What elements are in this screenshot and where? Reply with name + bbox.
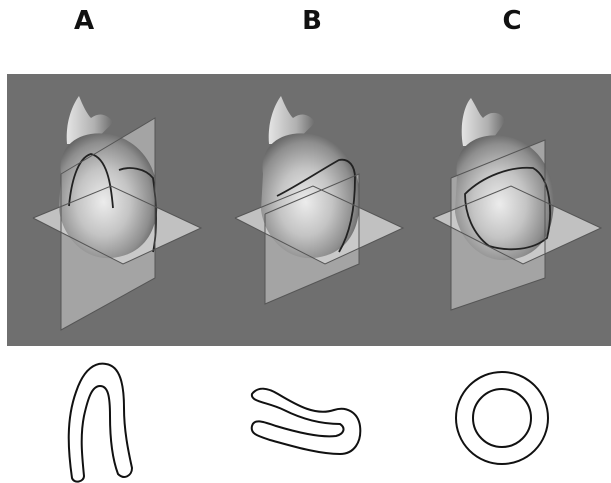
section-shape-a [69,364,132,482]
section-shape-b [252,389,361,454]
cross-sections-svg [0,350,611,483]
heart-render-panel [7,74,611,346]
section-ring-inner-c [473,389,531,447]
section-ring-outer-c [456,372,548,464]
heart-render-svg [7,74,611,346]
label-b: B [292,6,332,36]
label-c: C [492,6,532,36]
cross-sections [0,350,611,483]
label-a: A [64,6,104,36]
